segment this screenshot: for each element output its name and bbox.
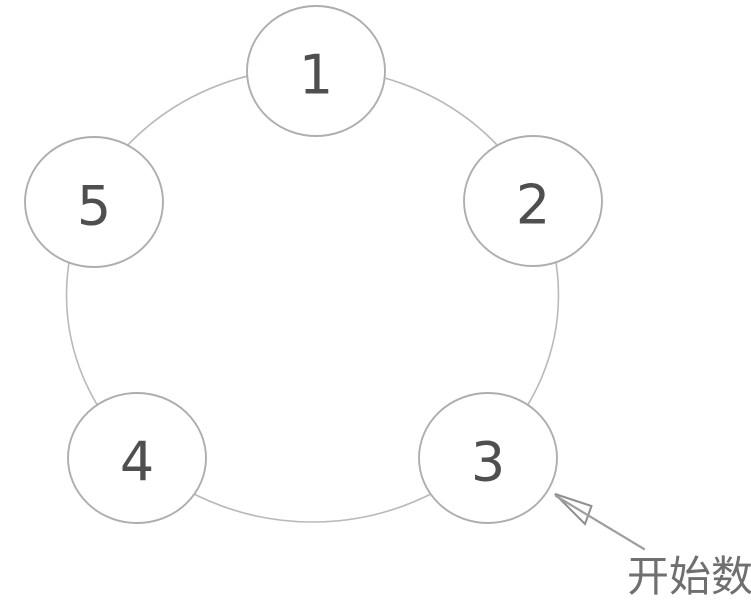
arrow-shaft — [554, 494, 646, 551]
node-2-label: 2 — [516, 174, 550, 237]
node-1: 1 — [246, 5, 386, 137]
start-label: 开始数 — [627, 552, 751, 601]
node-3: 3 — [418, 392, 558, 524]
node-2-circle — [463, 135, 603, 267]
node-4-circle — [67, 392, 207, 524]
node-4-label: 4 — [120, 431, 154, 494]
start-annotation: 开始数 — [554, 493, 751, 601]
node-4: 4 — [67, 392, 207, 524]
node-3-circle — [418, 392, 558, 524]
node-1-circle — [246, 5, 386, 137]
node-2: 2 — [463, 135, 603, 267]
node-5: 5 — [24, 136, 164, 268]
node-3-label: 3 — [471, 431, 505, 494]
node-1-label: 1 — [299, 44, 333, 107]
node-5-circle — [24, 136, 164, 268]
node-5-label: 5 — [77, 175, 111, 238]
